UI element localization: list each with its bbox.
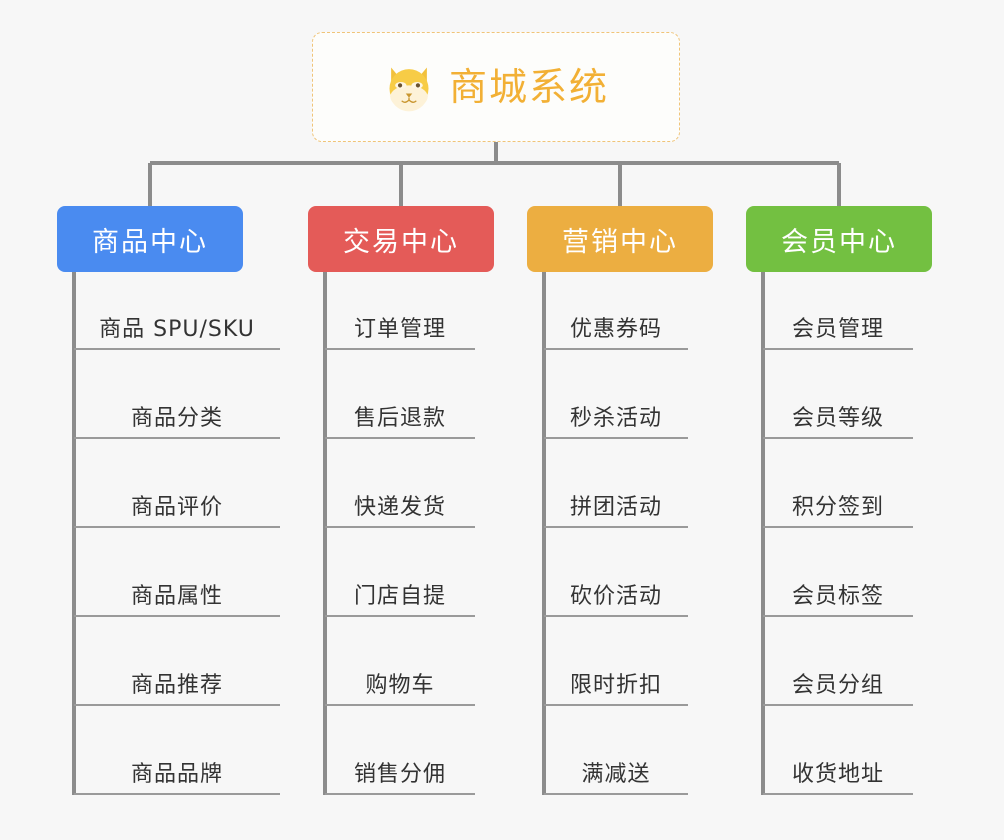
leaf-item[interactable]: 快递发货 <box>325 440 475 528</box>
leaf-item[interactable]: 会员标签 <box>763 529 913 617</box>
leaf-label: 砍价活动 <box>569 583 662 609</box>
leaf-item[interactable]: 会员等级 <box>763 351 913 439</box>
leaf-label: 会员等级 <box>791 405 884 431</box>
leaf-item[interactable]: 售后退款 <box>325 351 475 439</box>
leaf-label: 满减送 <box>581 761 651 787</box>
leaf-label: 商品分类 <box>130 405 223 431</box>
leaf-item[interactable]: 积分签到 <box>763 440 913 528</box>
leaf-item[interactable]: 收货地址 <box>763 707 913 795</box>
leaf-label: 秒杀活动 <box>569 405 662 431</box>
leaf-label: 商品推荐 <box>130 672 223 698</box>
leaf-label: 销售分佣 <box>353 761 446 787</box>
category-label: 营销中心 <box>562 226 678 258</box>
leaf-label: 会员标签 <box>791 583 884 609</box>
leaf-item[interactable]: 购物车 <box>325 618 475 706</box>
leaf-item[interactable]: 砍价活动 <box>544 529 688 617</box>
leaf-label: 商品品牌 <box>130 761 223 787</box>
leaf-item[interactable]: 满减送 <box>544 707 688 795</box>
leaf-label: 商品评价 <box>130 494 223 520</box>
leaf-item[interactable]: 限时折扣 <box>544 618 688 706</box>
root-title: 商城系统 <box>448 65 609 109</box>
leaf-label: 积分签到 <box>791 494 884 520</box>
leaf-label: 拼团活动 <box>569 494 662 520</box>
leaf-label: 售后退款 <box>353 405 446 431</box>
leaf-item[interactable]: 商品属性 <box>74 529 280 617</box>
leaf-item[interactable]: 销售分佣 <box>325 707 475 795</box>
leaf-label: 优惠券码 <box>569 316 662 342</box>
leaf-item[interactable]: 商品推荐 <box>74 618 280 706</box>
leaf-item[interactable]: 商品品牌 <box>74 707 280 795</box>
category-label: 商品中心 <box>92 226 208 258</box>
category-label: 会员中心 <box>781 226 897 258</box>
leaf-label: 快递发货 <box>353 494 446 520</box>
category-label: 交易中心 <box>343 226 459 258</box>
leaf-label: 商品 SPU/SKU <box>99 316 255 342</box>
leaf-item[interactable]: 门店自提 <box>325 529 475 617</box>
leaf-item[interactable]: 会员管理 <box>763 262 913 350</box>
leaf-label: 会员管理 <box>791 316 884 342</box>
leaf-label: 限时折扣 <box>569 672 662 698</box>
category-box-1[interactable]: 商品中心 <box>57 206 243 272</box>
leaf-item[interactable]: 商品 SPU/SKU <box>74 262 280 350</box>
category-box-3[interactable]: 营销中心 <box>527 206 713 272</box>
leaf-label: 订单管理 <box>353 316 446 342</box>
leaf-label: 商品属性 <box>130 583 223 609</box>
leaf-label: 收货地址 <box>791 761 884 787</box>
leaf-item[interactable]: 优惠券码 <box>544 262 688 350</box>
leaf-label: 购物车 <box>365 672 435 698</box>
leaf-item[interactable]: 订单管理 <box>325 262 475 350</box>
leaf-item[interactable]: 会员分组 <box>763 618 913 706</box>
category-box-4[interactable]: 会员中心 <box>746 206 932 272</box>
category-box-2[interactable]: 交易中心 <box>308 206 494 272</box>
dog-face-icon <box>389 67 429 112</box>
leaf-label: 会员分组 <box>791 672 884 698</box>
leaf-item[interactable]: 商品评价 <box>74 440 280 528</box>
leaf-item[interactable]: 秒杀活动 <box>544 351 688 439</box>
leaf-label: 门店自提 <box>353 583 446 609</box>
leaf-item[interactable]: 拼团活动 <box>544 440 688 528</box>
leaf-item[interactable]: 商品分类 <box>74 351 280 439</box>
root-node[interactable]: 商城系统 <box>312 32 680 142</box>
